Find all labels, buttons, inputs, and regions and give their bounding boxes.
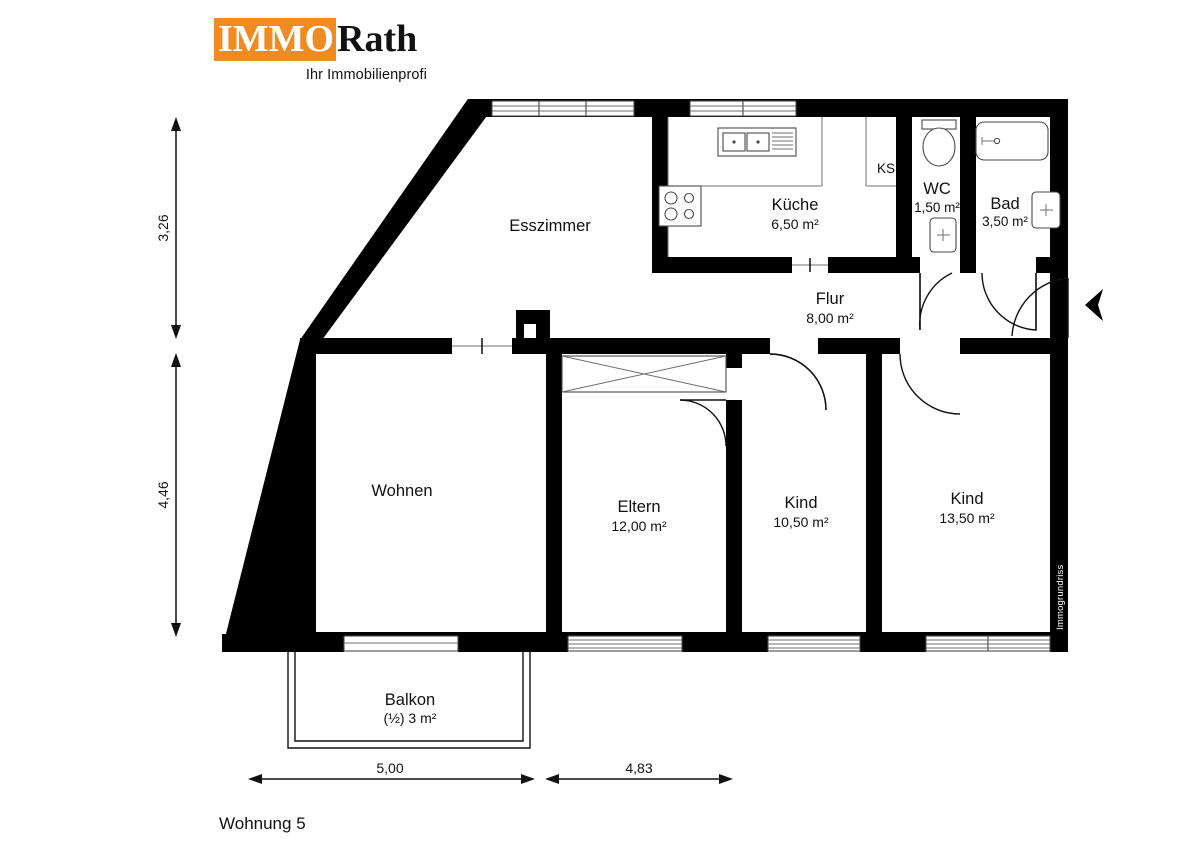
room-label-flur: Flur xyxy=(816,290,845,308)
toilet-icon xyxy=(921,119,957,167)
wall-wohnen-top-left xyxy=(300,338,452,354)
room-area-kind2: 13,50 m² xyxy=(939,510,995,526)
dim-horizontal-left: 5,00 xyxy=(248,760,535,784)
entrance-arrow-icon xyxy=(1085,289,1103,321)
door-eltern xyxy=(769,353,827,411)
stove-icon xyxy=(658,185,702,227)
dim-horizontal-right: 4,83 xyxy=(545,760,733,784)
door-bad xyxy=(981,272,1037,331)
bottom-wall-seg-4 xyxy=(860,634,926,652)
room-area-balkon: (½) 3 m² xyxy=(384,710,437,726)
room-labels: Esszimmer Küche 6,50 m² WC 1,50 m² Bad 3… xyxy=(371,180,1028,726)
window-group xyxy=(343,100,1051,652)
fridge-niche xyxy=(865,117,896,187)
door-entrance xyxy=(1011,277,1069,338)
window-kind1 xyxy=(767,635,861,652)
wall-wc-bottom-2 xyxy=(960,257,976,273)
bottom-wall-seg-1 xyxy=(222,634,344,652)
fridge-label: KS xyxy=(877,161,895,176)
room-area-eltern: 12,00 m² xyxy=(611,518,667,534)
window-esszimmer xyxy=(491,100,635,117)
wall-bad-bottom xyxy=(1036,257,1068,273)
wc-sink-icon xyxy=(929,217,957,253)
chimney-duct xyxy=(516,310,550,354)
bad-sink-icon xyxy=(1031,191,1061,229)
top-wall-seg-2 xyxy=(634,99,690,117)
room-label-balkon: Balkon xyxy=(385,691,435,709)
door-wc xyxy=(919,272,953,331)
dim-vertical-bottom: 4,46 xyxy=(155,353,181,637)
room-area-wc: 1,50 m² xyxy=(914,200,960,215)
dim-value-vertical-bottom: 4,46 xyxy=(155,481,171,508)
wall-kitchen-right xyxy=(896,99,912,273)
door-group xyxy=(452,258,1103,447)
watermark-immogrundriss: Immogrundriss xyxy=(1055,565,1066,630)
room-label-wohnen: Wohnen xyxy=(371,482,432,500)
balcony-outline xyxy=(287,652,531,749)
wall-wc-right xyxy=(960,99,976,273)
kitchen-sink-icon xyxy=(717,127,797,157)
window-kueche xyxy=(689,100,797,117)
wall-eltern-kind1-stub xyxy=(726,346,742,368)
wall-wohnen-eltern xyxy=(546,346,562,650)
company-logo: IMMO Rath Ihr Immobilienprofi xyxy=(214,18,454,88)
room-label-esszimmer: Esszimmer xyxy=(509,217,591,235)
bad-fixtures xyxy=(975,121,1061,229)
wall-kitchen-bottom-b xyxy=(828,257,912,273)
bathtub-icon xyxy=(975,121,1049,161)
top-wall-seg-4 xyxy=(1050,99,1068,117)
bottom-wall-seg-2 xyxy=(458,634,568,652)
bottom-wall-seg-5 xyxy=(1050,634,1068,652)
room-label-wc: WC xyxy=(923,180,951,198)
wall-eltern-kind1 xyxy=(726,400,742,650)
wall-wc-bottom xyxy=(896,257,920,273)
bottom-wall-seg-3 xyxy=(682,634,768,652)
window-kind2 xyxy=(925,635,1051,652)
logo-wordmark: IMMO Rath xyxy=(214,18,454,61)
slanted-exterior-wall xyxy=(222,99,486,650)
dim-value-horizontal-right: 4,83 xyxy=(625,760,652,776)
room-label-kind1: Kind xyxy=(784,494,817,512)
room-label-eltern: Eltern xyxy=(617,498,660,516)
dimension-lines: 3,26 4,46 5,00 4,83 xyxy=(155,117,733,784)
kitchen-fixtures: KS xyxy=(658,117,896,257)
room-area-bad: 3,50 m² xyxy=(982,214,1028,229)
wall-structure xyxy=(222,99,1068,652)
room-label-kueche: Küche xyxy=(772,196,819,214)
top-wall-seg-1 xyxy=(468,99,492,117)
plan-caption: Wohnung 5 xyxy=(219,814,306,833)
door-eltern-inner xyxy=(679,399,727,447)
wc-fixtures xyxy=(921,119,957,253)
window-eltern xyxy=(567,635,683,652)
room-area-kueche: 6,50 m² xyxy=(771,216,819,232)
dim-value-vertical-top: 3,26 xyxy=(155,214,171,241)
top-wall-seg-3 xyxy=(796,99,888,117)
wall-flur-bottom-mid xyxy=(818,338,900,354)
room-label-kind2: Kind xyxy=(950,490,983,508)
room-area-kind1: 10,50 m² xyxy=(773,514,829,530)
logo-immo-text: IMMO xyxy=(214,18,337,61)
dim-value-horizontal-left: 5,00 xyxy=(376,760,403,776)
door-kind1 xyxy=(899,353,961,415)
built-in-wardrobe xyxy=(561,355,727,393)
balcony-door-opening xyxy=(343,635,459,652)
wall-kind1-kind2 xyxy=(866,346,882,650)
room-label-bad: Bad xyxy=(990,195,1019,213)
door-opening-wohnen xyxy=(452,338,512,354)
door-opening-kueche xyxy=(792,258,828,272)
logo-tagline: Ihr Immobilienprofi xyxy=(305,67,427,83)
dim-vertical-top: 3,26 xyxy=(155,117,181,339)
wall-flur-bottom-right xyxy=(960,338,1068,354)
wall-wohnen-top-right xyxy=(512,338,770,354)
room-area-flur: 8,00 m² xyxy=(806,310,854,326)
wall-kitchen-bottom-a xyxy=(652,257,792,273)
logo-rath-text: Rath xyxy=(337,18,418,60)
